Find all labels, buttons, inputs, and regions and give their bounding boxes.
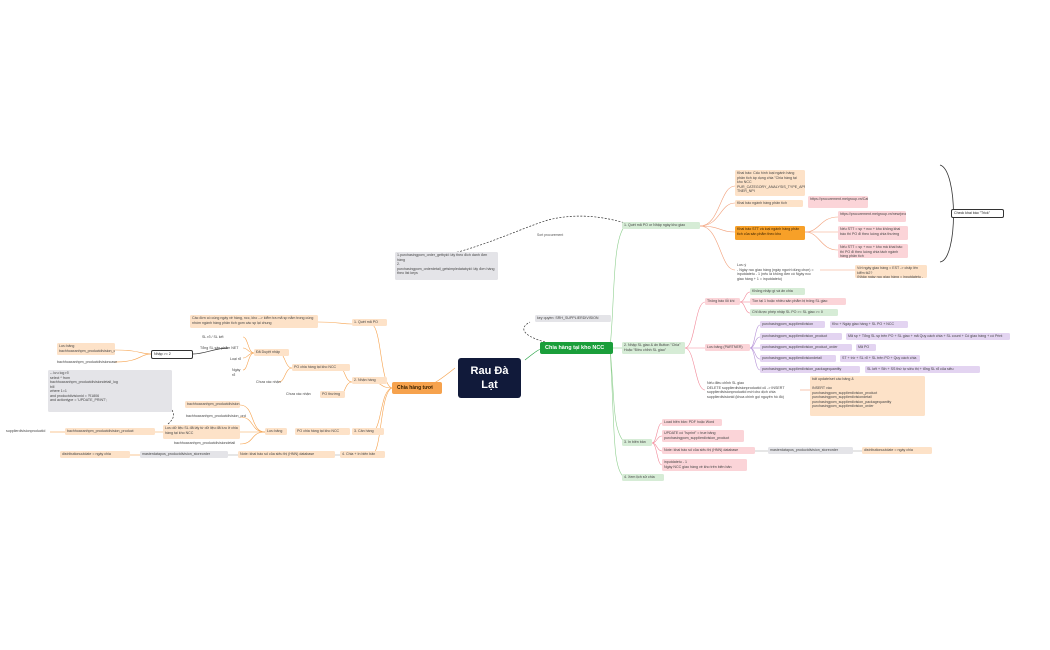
step-r1-scan-po[interactable]: 1. Quét mã PO or Nhập ngày kho giao [622, 222, 700, 229]
step-l4-divide-print[interactable]: 4. Chia + In biên bản [340, 451, 385, 458]
r3-update-isprint[interactable]: UPDATE có "isprint" = true bảng purchasi… [662, 430, 744, 442]
step-r4-history[interactable]: 4. Xem lịch sử chia [622, 474, 664, 481]
step-r3-print[interactable]: 3. In biên bản [622, 439, 652, 446]
r1-productorder-link[interactable]: https://procurement.meigroup.vn/new/prod… [838, 211, 906, 222]
r2-table-3-value[interactable]: Mã PO [856, 344, 876, 351]
dashed-link-log [167, 409, 174, 425]
step-l2-receive[interactable]: 2. Nhận hàng [352, 377, 387, 384]
root-node[interactable]: Rau Đà Lạt [458, 358, 521, 398]
r1-note-date-result[interactable]: Với ngày giao hàng = EST -> chấp lên kiể… [855, 265, 927, 278]
l2-normal-not-confirmed[interactable]: Chưa xác nhận [286, 392, 311, 396]
dashed-link-key [523, 321, 546, 343]
l3-supplier-product-id[interactable]: supplierdivisionproductid [6, 429, 46, 433]
step-l3-weigh[interactable]: 3. Cân hàng [352, 428, 384, 435]
l2-net-qty[interactable]: Tổng SL sản phẩm NET [200, 346, 239, 350]
r3-input-date[interactable]: inputdatetu - 1 Ngày NCC giao hàng về kh… [662, 459, 747, 471]
l2-basket-date[interactable]: Ngày rổ [232, 368, 241, 377]
l2-not-confirmed[interactable]: Chưa xác nhận [256, 380, 281, 384]
r1-stt-not-declared[interactable]: Nếu STT = sp + ncc + kho không khai báo … [838, 226, 908, 240]
l3-product-table[interactable]: bachhoaxanhpm_productdivision_product [65, 428, 155, 435]
r2-error-3[interactable]: Chỉ được phép nhập SL PO >= SL giao >= 0 [750, 309, 838, 316]
r2-save-table[interactable]: Lưu bảng (PARTNER) [705, 344, 750, 351]
l2-input-check[interactable]: Nhập >= 2 [151, 350, 193, 359]
l3-save-table[interactable]: Lưu bảng [265, 428, 287, 435]
l3-table-productdivision[interactable]: bachhoaxanhpm_productdivision [185, 401, 240, 408]
l2-basket-qty[interactable]: SL rổ / SL kết [202, 335, 224, 339]
r2-table-2[interactable]: purchasingpom_supplierdivision_product [760, 333, 842, 340]
r1-stt-declare-selected[interactable]: Khai báo STT và loại ngành hàng phân tíc… [735, 226, 805, 240]
r2-adjust-qty[interactable]: Nếu điều chỉnh SL giao DELETE supplierdi… [707, 381, 785, 399]
r2-error-2[interactable]: Tồn tại 1 hoặc nhiều sản phẩm bị trống S… [750, 298, 846, 305]
r2-error-notice[interactable]: Thông báo lỗi khi [705, 298, 740, 305]
l4-storeorder[interactable]: masterdatapos_productdivision_storeorder [140, 451, 228, 458]
r1-note-date[interactable]: Lưu ý - Ngày ncc giao hàng (ngày người d… [737, 263, 814, 281]
r2-table-5-value[interactable]: SL kết + Sth + SS thứ tự siêu thị + tổng… [865, 366, 980, 373]
r2-table-2-value[interactable]: Mã sp + Tổng SL sp trên PO + SL giao + m… [846, 333, 1010, 340]
r3-distribution-date[interactable]: distributionuutdate = ngày chia [862, 447, 932, 454]
r3-load-report[interactable]: Load biên bản: PDF hoặc Word [662, 419, 722, 426]
l2-table-case-log[interactable]: bachhoaxanhpm_productdivisioncase_log [57, 360, 117, 364]
l3-po-kho-ncc[interactable]: PO chia hàng tại kho NCC [295, 428, 350, 435]
l1-note-grouping[interactable]: Các đơn có cùng ngày về hàng, ncc, kho -… [190, 315, 318, 328]
check-trick-box[interactable]: Check khai báo "Trick" [951, 209, 1004, 218]
l2-basket-type[interactable]: Loại rổ [230, 357, 241, 361]
step-l1-scan-po[interactable]: 1. Quét mã PO [352, 319, 387, 326]
r2-error-1[interactable]: Không nhập gì và ấn chia [750, 288, 805, 295]
r1-stt-declared[interactable]: Nếu STT = sp + ncc + kho mà khai báo thì… [838, 244, 908, 258]
r1-category-declare[interactable]: Khai báo ngành hàng phân tích [735, 200, 803, 207]
r2-table-4[interactable]: purchasingpom_supplierdivisiondetail [760, 355, 836, 362]
l3-sql-log[interactable]: -- lưu log rổ select * from bachhoaxanhp… [48, 370, 172, 412]
l4-distribution-date[interactable]: distributionuutdate = ngày chia [60, 451, 130, 458]
r2-table-1-value[interactable]: Kho + Ngày giao hàng + SL PO + NCC [830, 321, 908, 328]
branch-chia-hang-tuoi[interactable]: Chia hàng tươi [392, 382, 442, 394]
dashed-link-label: Sort procurement [537, 233, 564, 237]
r2-table-4-value[interactable]: ST + trừ + SL rổ + SL trên PO + Quy cách… [840, 355, 920, 362]
l3-table-division-order[interactable]: bachhoaxanhpm_productdivision_order [186, 414, 246, 418]
r2-table-1[interactable]: purchasingpom_supplierdivision [760, 321, 825, 328]
l3-save-from-ncc[interactable]: Lưu dữ liệu SL đã lấy từ dữ liệu đã lưu … [163, 425, 240, 439]
l2-table-case[interactable]: bachhoaxanhpm_productdivision_case [57, 348, 115, 355]
l2-po-kho-ncc[interactable]: PO chia hàng tại kho NCC [292, 364, 350, 371]
r2-table-5[interactable]: purchasingpom_supplierdivision_packagequ… [760, 366, 860, 373]
l4-note-store[interactable]: Note: khai báo số của siêu thị (HNN) dat… [238, 451, 335, 458]
l1-query-note[interactable]: 1.purchasingpom_order_getbyid: lấy theo … [395, 252, 498, 280]
l3-table-divisiondetail[interactable]: bachhoaxanhpm_productdivisiondetail [174, 441, 236, 445]
r1-category-link[interactable]: https://procurement.meigroup.vn/Category… [808, 196, 868, 208]
l2-po-normal[interactable]: PO thường [320, 391, 345, 398]
r3-note-store[interactable]: Note: khai báo số của siêu thị (HNN) dat… [662, 447, 755, 454]
r3-storeorder[interactable]: masterdatapos_productdivision_storeorder [768, 447, 853, 454]
step-r2-input-qty[interactable]: 2. Nhập SL giao & ấn Button "Chia" Hoặc … [622, 342, 685, 354]
r1-category-config[interactable]: Khai báo: Cấu hình loại ngành hàng phân … [735, 170, 805, 196]
key-permission-note[interactable]: key quyền: SRH_SUPPLIERDIVISION [535, 315, 611, 322]
r2-adjust-insert[interactable]: bất update/set các bảng & INSERT vào pur… [810, 376, 925, 416]
l2-approved[interactable]: Đã Duyệt nhập [254, 349, 289, 356]
r2-table-3[interactable]: purchasingpom_supplierdivision_product_o… [760, 344, 852, 351]
branch-chia-hang-tai-kho-ncc[interactable]: Chia hàng tại kho NCC [540, 342, 613, 354]
